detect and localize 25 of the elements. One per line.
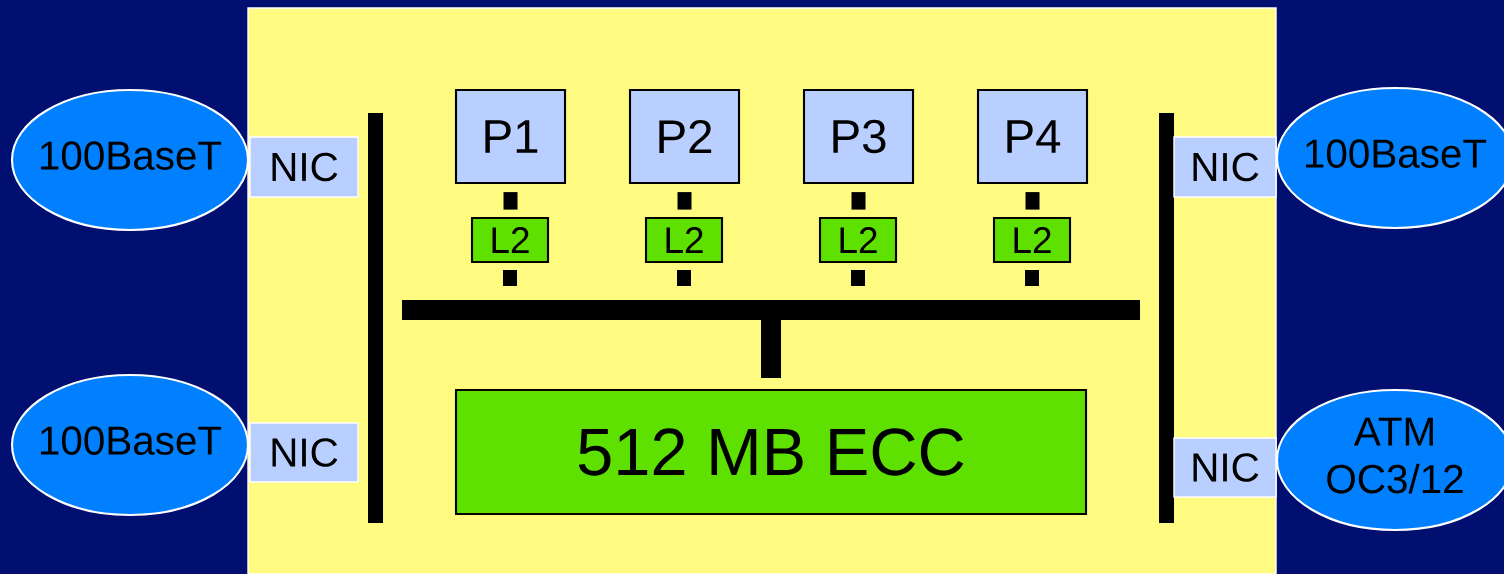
cache-box: L2	[470, 216, 550, 264]
connector	[851, 192, 866, 210]
connector	[503, 192, 518, 210]
processor-box: P3	[802, 88, 915, 185]
bus-bar	[402, 300, 1140, 320]
connector	[851, 270, 865, 286]
connector	[677, 270, 691, 286]
bus-connector	[761, 320, 781, 378]
memory-box: 512 MB ECC	[454, 388, 1088, 516]
connector	[1025, 270, 1039, 286]
cache-box: L2	[644, 216, 724, 264]
processor-box: P2	[628, 88, 741, 185]
nic-box: NIC	[1173, 437, 1277, 498]
nic-box: NIC	[1173, 136, 1277, 198]
processor-box: P1	[454, 88, 567, 185]
io-bus-bar	[368, 113, 383, 523]
io-bus-bar	[1159, 113, 1174, 523]
processor-box: P4	[976, 88, 1089, 185]
connector	[1025, 192, 1040, 210]
connector	[677, 192, 692, 210]
cache-box: L2	[818, 216, 898, 264]
nic-box: NIC	[249, 136, 359, 198]
cache-box: L2	[992, 216, 1072, 264]
connector	[503, 270, 517, 286]
nic-box: NIC	[249, 422, 359, 483]
